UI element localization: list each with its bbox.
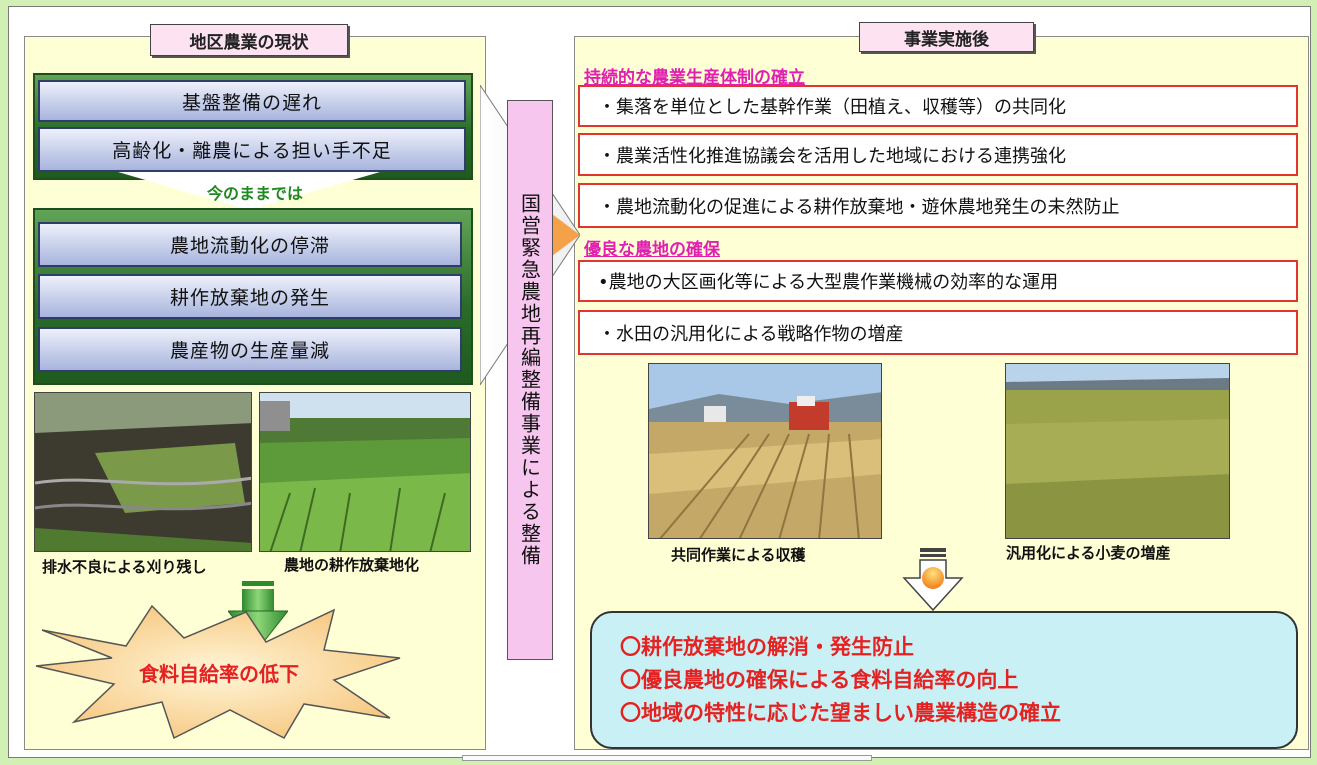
section-heading-sustainable: 持続的な農業生産体制の確立: [584, 68, 805, 88]
result-item: 〇耕作放棄地の解消・発生防止: [620, 635, 914, 659]
bottom-strip: [462, 755, 872, 761]
issue-box-production-decline: 農産物の生産量減: [38, 327, 462, 372]
outcome-burst-shape: [35, 604, 401, 740]
measure-item: ・農業活性化推進協議会を活用した地域における連携強化: [578, 133, 1298, 176]
project-vertical-label: 国営緊急農地再編整備事業による整備: [507, 100, 553, 660]
issue-box-aging: 高齢化・離農による担い手不足: [38, 127, 466, 172]
issue-box-infrastructure: 基盤整備の遅れ: [38, 80, 466, 122]
result-item: 〇地域の特性に応じた望ましい農業構造の確立: [620, 701, 1061, 725]
measure-item: ・農地流動化の促進による耕作放棄地・遊休農地発生の未然防止: [578, 183, 1298, 228]
current-state-title: 地区農業の現状: [150, 24, 348, 56]
outcome-label: 食料自給率の低下: [139, 662, 299, 686]
results-box: 〇耕作放棄地の解消・発生防止 〇優良農地の確保による食料自給率の向上 〇地域の特…: [590, 611, 1298, 749]
after-project-title: 事業実施後: [859, 22, 1034, 52]
caption-abandoned-farmland: 農地の耕作放棄地化: [284, 556, 420, 574]
photo-poor-drainage: [34, 392, 252, 552]
measure-item: •農地の大区画化等による大型農作業機械の効率的な運用: [578, 260, 1298, 302]
photo-joint-harvest: [648, 363, 882, 539]
issue-box-abandonment: 耕作放棄地の発生: [38, 274, 462, 319]
down-arrow-icon: [902, 548, 964, 612]
transition-label: 今のままでは: [206, 184, 303, 203]
issue-box-stagnation: 農地流動化の停滞: [38, 222, 462, 267]
photo-abandoned-farmland: [259, 392, 471, 552]
photo-wheat-field: [1005, 363, 1230, 539]
measure-item: ・水田の汎用化による戦略作物の増産: [578, 310, 1298, 355]
section-heading-quality-farmland: 優良な農地の確保: [584, 240, 720, 260]
result-item: 〇優良農地の確保による食料自給率の向上: [620, 668, 1019, 692]
caption-wheat-increase: 汎用化による小麦の増産: [1006, 544, 1171, 562]
caption-poor-drainage: 排水不良による刈り残し: [42, 558, 207, 576]
measure-item: ・集落を単位とした基幹作業（田植え、収穫等）の共同化: [578, 85, 1298, 127]
transition-chevron: [118, 172, 380, 210]
caption-joint-harvest: 共同作業による収穫: [671, 546, 806, 564]
